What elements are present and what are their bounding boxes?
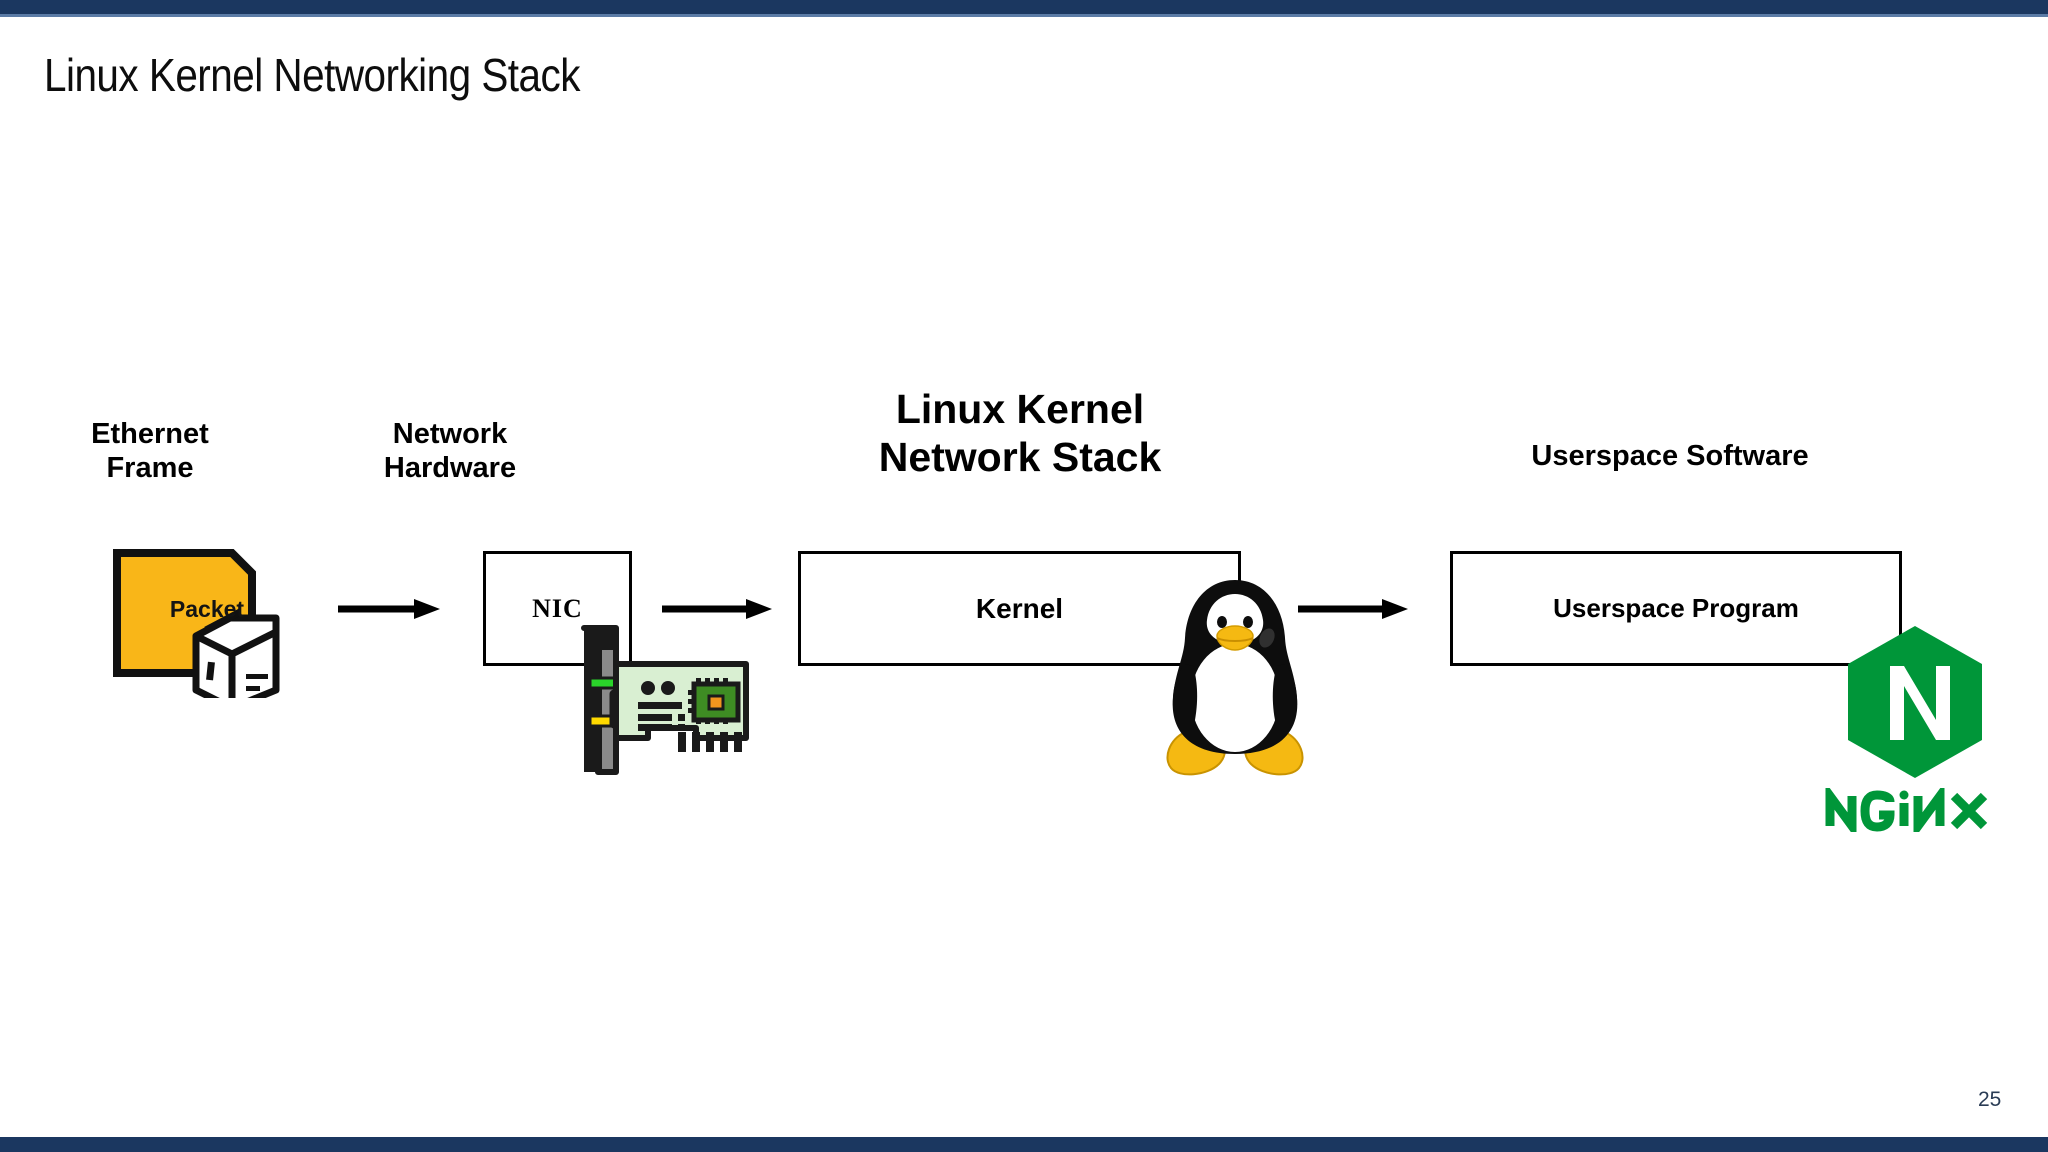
network-interface-card-icon — [578, 620, 758, 780]
column-label-linux-kernel-stack: Linux Kernel Network Stack — [878, 386, 1162, 480]
nginx-wordmark — [1822, 782, 2008, 840]
kernel-box-label: Kernel — [975, 592, 1064, 624]
page-number: 25 — [1978, 1088, 2002, 1111]
userspace-box-label: Userspace Program — [1553, 593, 1799, 623]
kernel-box: Kernel — [798, 551, 1241, 666]
arrow-nic-to-kernel — [660, 597, 772, 621]
slide-top-bar — [0, 0, 2048, 14]
slide-top-bar-accent — [0, 14, 2048, 17]
arrow-kernel-to-userspace — [1296, 597, 1408, 621]
slide-bottom-bar — [0, 1137, 2048, 1152]
linux-tux-penguin-icon — [1155, 572, 1315, 782]
column-label-network-hardware: Network Hardware — [383, 418, 517, 484]
userspace-box: Userspace Program — [1450, 551, 1902, 666]
column-label-userspace-software: Userspace Software — [1531, 440, 1809, 472]
column-label-ethernet-frame: Ethernet Frame — [91, 418, 209, 484]
page-title: Linux Kernel Networking Stack — [44, 49, 580, 101]
nginx-logo-icon — [1830, 622, 2000, 802]
arrow-frame-to-nic — [336, 597, 440, 621]
nic-box-label: NIC — [532, 593, 583, 623]
packet-document-icon: Packet — [112, 548, 302, 712]
